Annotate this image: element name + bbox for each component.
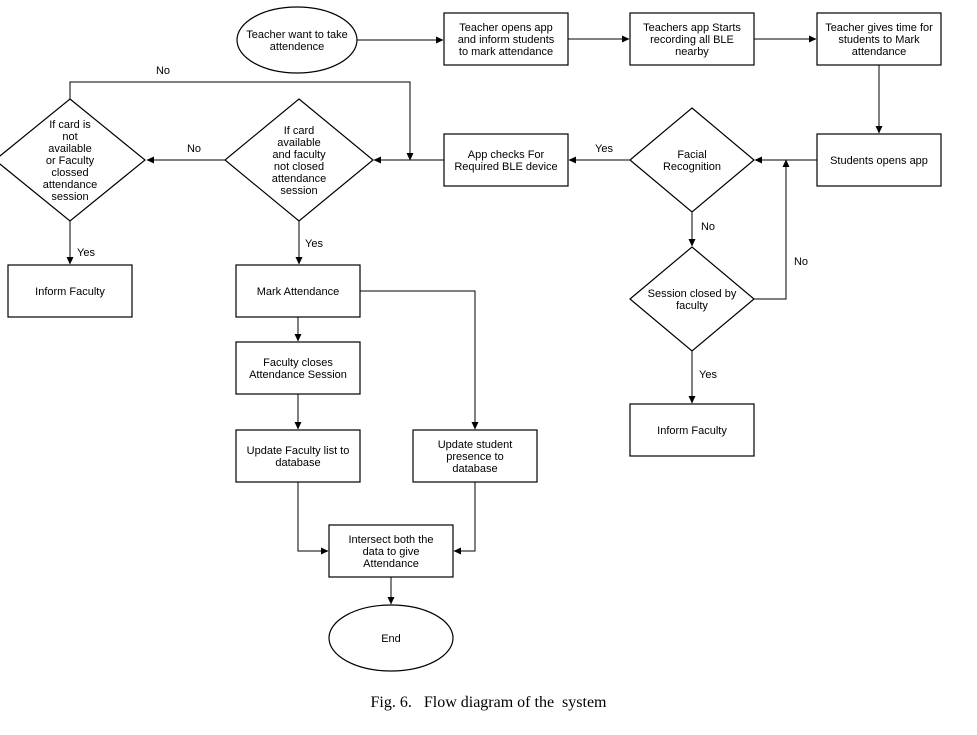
node-start-shape bbox=[236, 6, 358, 74]
node-facial-label-line: Recognition bbox=[663, 161, 721, 173]
node-mark-shape bbox=[235, 264, 361, 318]
node-session-closed-label-line: Session closed by bbox=[648, 288, 737, 300]
node-card-not-available-label-line: clossed bbox=[51, 167, 88, 179]
node-inform-right-shape bbox=[629, 403, 755, 457]
node-session-closed-shape bbox=[629, 246, 755, 352]
node-inform-right-label-line: Inform Faculty bbox=[657, 425, 727, 437]
node-card-available-label-line: not closed bbox=[274, 161, 324, 173]
node-start-label-line: Teacher want to take bbox=[246, 29, 348, 41]
edge-label-yes: Yes bbox=[305, 238, 323, 250]
node-update-faculty-shape bbox=[235, 429, 361, 483]
node-recording-label-line: recording all BLE bbox=[650, 34, 734, 46]
node-intersect-shape bbox=[328, 524, 454, 578]
node-card-not-available-label-line: session bbox=[51, 191, 88, 203]
edge-label-yes: Yes bbox=[699, 369, 717, 381]
node-intersect-label-line: Intersect both the bbox=[349, 534, 434, 546]
node-card-not-available-label-line: attendance bbox=[43, 179, 97, 191]
node-mark: Mark Attendance bbox=[235, 264, 361, 318]
node-ble-check-label-line: Required BLE device bbox=[454, 161, 557, 173]
edge-label-no: No bbox=[794, 256, 808, 268]
node-inform-left-label-line: Inform Faculty bbox=[35, 286, 105, 298]
node-update-student-label-line: database bbox=[452, 463, 497, 475]
node-closes-session-shape bbox=[235, 341, 361, 395]
node-card-not-available-label-line: not bbox=[62, 131, 77, 143]
node-update-student-label-line: Update student bbox=[438, 439, 513, 451]
edge-label-yes: Yes bbox=[595, 143, 613, 155]
node-card-available-shape bbox=[224, 98, 374, 222]
node-opens-app-shape bbox=[443, 12, 569, 66]
node-recording-label-line: nearby bbox=[675, 46, 709, 58]
node-inform-left: Inform Faculty bbox=[7, 264, 133, 318]
node-start-label-line: attendence bbox=[270, 41, 324, 53]
node-card-available-label-line: If card bbox=[284, 125, 315, 137]
node-opens-app-label-line: and inform students bbox=[458, 34, 555, 46]
edge-session-closed-to-facial bbox=[754, 159, 790, 300]
node-gives-time-label-line: Teacher gives time for bbox=[825, 22, 933, 34]
node-card-not-available-label-line: available bbox=[48, 143, 91, 155]
node-inform-right: Inform Faculty bbox=[629, 403, 755, 457]
node-intersect-label-line: Attendance bbox=[363, 558, 419, 570]
node-card-available-label-line: available bbox=[277, 137, 320, 149]
node-opens-app-label-line: Teacher opens app bbox=[459, 22, 553, 34]
node-students-open-label-line: Students opens app bbox=[830, 155, 928, 167]
node-inform-left-shape bbox=[7, 264, 133, 318]
node-closes-session-label-line: Attendance Session bbox=[249, 369, 347, 381]
node-facial-shape bbox=[629, 107, 755, 213]
node-recording-shape bbox=[629, 12, 755, 66]
node-card-available-label-line: and faculty bbox=[272, 149, 326, 161]
edge-label-no: No bbox=[187, 143, 201, 155]
edge-mark-to-update-student bbox=[360, 290, 479, 430]
edge-label-no: No bbox=[156, 65, 170, 77]
edge-label-yes: Yes bbox=[77, 247, 95, 259]
node-gives-time-label-line: attendance bbox=[852, 46, 906, 58]
node-end: End bbox=[328, 604, 454, 672]
node-card-not-available-label-line: If card is bbox=[49, 119, 91, 131]
node-update-faculty-label-line: database bbox=[275, 457, 320, 469]
node-intersect-label-line: data to give bbox=[363, 546, 420, 558]
edge-label-no: No bbox=[701, 221, 715, 233]
node-card-not-available-shape bbox=[0, 98, 146, 222]
node-session-closed-label-line: faculty bbox=[676, 300, 708, 312]
node-gives-time-shape bbox=[816, 12, 942, 66]
node-ble-check-shape bbox=[443, 133, 569, 187]
node-card-available-label-line: attendance bbox=[272, 173, 326, 185]
node-ble-check-label-line: App checks For bbox=[468, 149, 545, 161]
node-card-not-available-label-line: or Faculty bbox=[46, 155, 95, 167]
node-gives-time-label-line: students to Mark bbox=[838, 34, 920, 46]
node-facial-label-line: Facial bbox=[677, 149, 706, 161]
node-mark-label-line: Mark Attendance bbox=[257, 286, 340, 298]
figure-caption: Fig. 6. Flow diagram of the system bbox=[370, 694, 607, 711]
node-opens-app-label-line: to mark attendance bbox=[459, 46, 553, 58]
node-end-shape bbox=[328, 604, 454, 672]
edge-update-student-to-intersect bbox=[453, 482, 476, 555]
node-update-faculty-label-line: Update Faculty list to bbox=[247, 445, 350, 457]
node-recording-label-line: Teachers app Starts bbox=[643, 22, 741, 34]
node-update-student-shape bbox=[412, 429, 538, 483]
edge-card-not-available-to-card-available bbox=[69, 81, 414, 161]
node-students-open: Students opens app bbox=[816, 133, 942, 187]
edge-update-faculty-to-intersect bbox=[297, 482, 329, 555]
node-update-student-label-line: presence to bbox=[446, 451, 503, 463]
node-end-label-line: End bbox=[381, 633, 401, 645]
node-students-open-shape bbox=[816, 133, 942, 187]
node-closes-session-label-line: Faculty closes bbox=[263, 357, 333, 369]
node-card-available-label-line: session bbox=[280, 185, 317, 197]
